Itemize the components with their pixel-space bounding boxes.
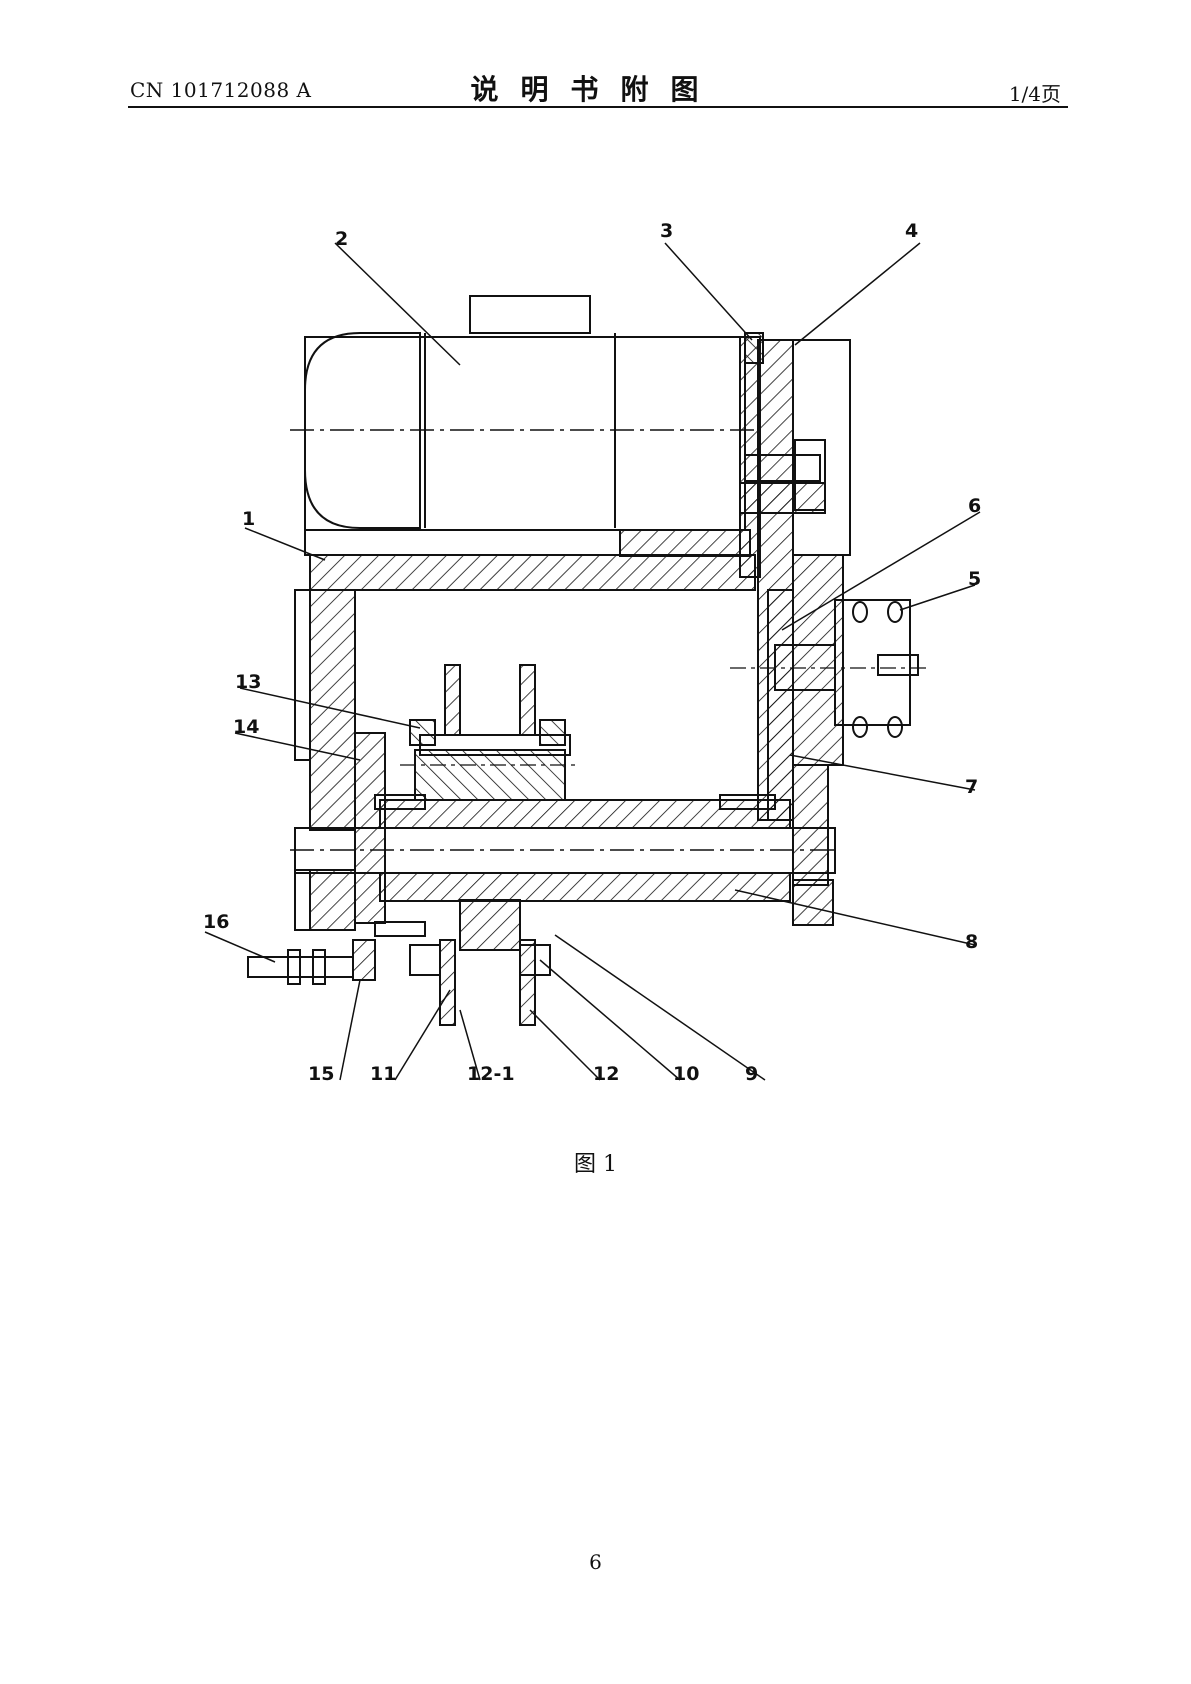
document-number: CN 101712088 A [130,78,312,102]
main-shaft [290,732,840,937]
bearing-block [730,599,930,738]
label-16: 16 [203,911,229,933]
label-3: 3 [660,220,673,242]
label-15: 15 [308,1063,334,1085]
label-6: 6 [968,495,981,517]
part-labels: 2 3 4 1 6 5 13 14 7 8 16 15 11 12-1 12 1… [203,220,981,1085]
label-11: 11 [370,1063,396,1085]
label-5: 5 [968,568,981,590]
label-12: 12 [593,1063,619,1085]
label-7: 7 [965,776,978,798]
label-8: 8 [965,931,978,953]
page-number: 6 [589,1550,602,1574]
label-12-1: 12-1 [467,1063,515,1085]
label-10: 10 [673,1063,699,1085]
figure-caption: 图 1 [574,1152,617,1177]
cutter-blades [409,664,566,1026]
frame-housing [294,339,851,931]
label-4: 4 [905,220,918,242]
section-title: 说明书附图 [470,73,721,106]
leader-lines [204,242,981,1081]
label-1: 1 [242,508,255,530]
header-rule [128,106,1068,108]
page-of: 1/4页 [1008,82,1061,106]
sensor-16 [247,939,376,985]
label-14: 14 [233,716,259,738]
label-2: 2 [335,228,348,250]
label-13: 13 [235,671,261,693]
label-9: 9 [745,1063,758,1085]
